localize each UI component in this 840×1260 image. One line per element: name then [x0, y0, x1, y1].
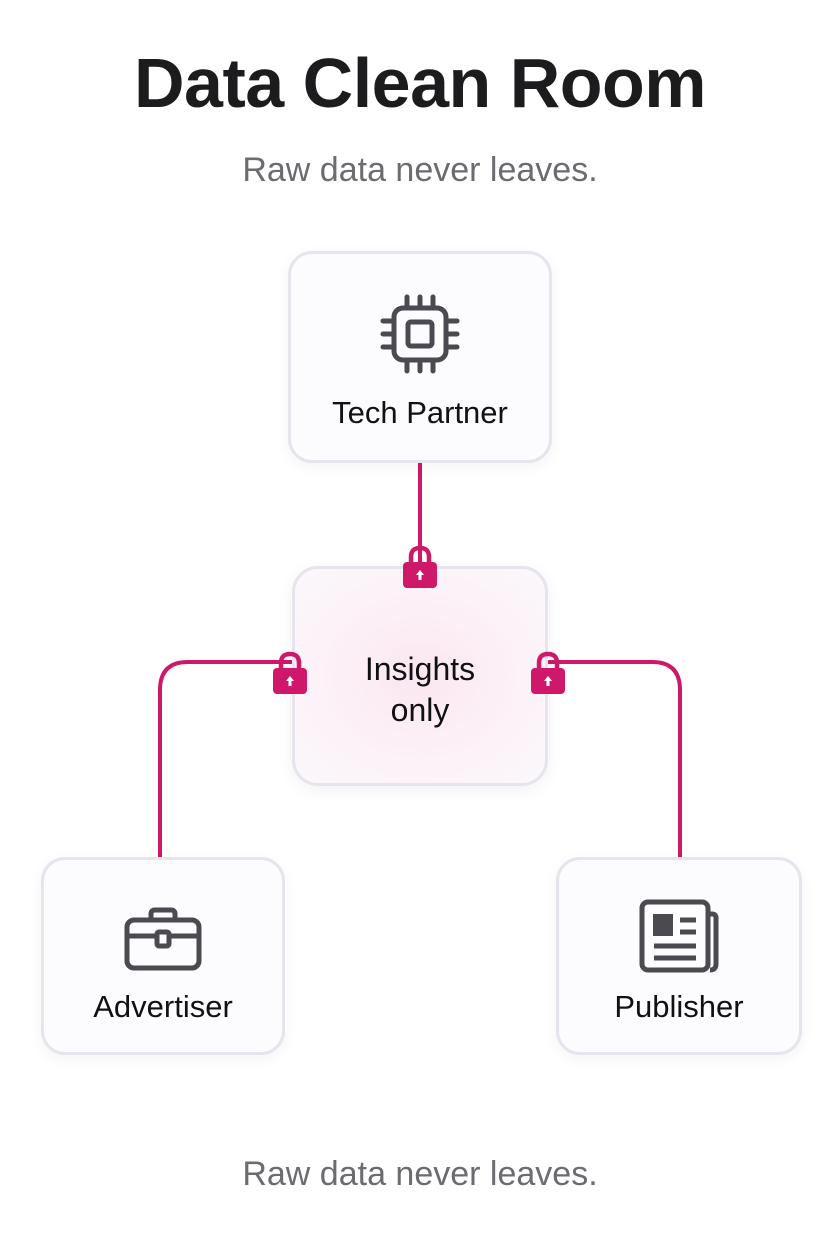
footer-caption: Raw data never leaves.: [242, 1155, 598, 1193]
node-label: Advertiser: [93, 989, 233, 1024]
connector-advertiser: [158, 660, 292, 857]
lock-icon: [531, 651, 565, 694]
center-insights-box: Insights only: [292, 566, 548, 786]
connector-publisher: [548, 660, 682, 857]
center-label-line2: only: [390, 692, 450, 728]
center-label: Insights only: [295, 649, 545, 731]
page-title: Data Clean Room: [133, 44, 707, 122]
center-label-line1: Insights: [364, 651, 476, 687]
briefcase-icon: [124, 907, 202, 971]
page-subtitle: Raw data never leaves.: [242, 151, 598, 189]
node-tech-partner: Tech Partner: [288, 251, 552, 463]
node-label: Tech Partner: [332, 395, 508, 430]
node-label: Publisher: [614, 989, 744, 1024]
newspaper-icon: [639, 899, 719, 973]
node-publisher: Publisher: [556, 857, 802, 1055]
node-advertiser: Advertiser: [41, 857, 285, 1055]
cpu-chip-icon: [380, 294, 460, 374]
lock-icon: [273, 651, 307, 694]
lock-icon: [403, 545, 437, 588]
